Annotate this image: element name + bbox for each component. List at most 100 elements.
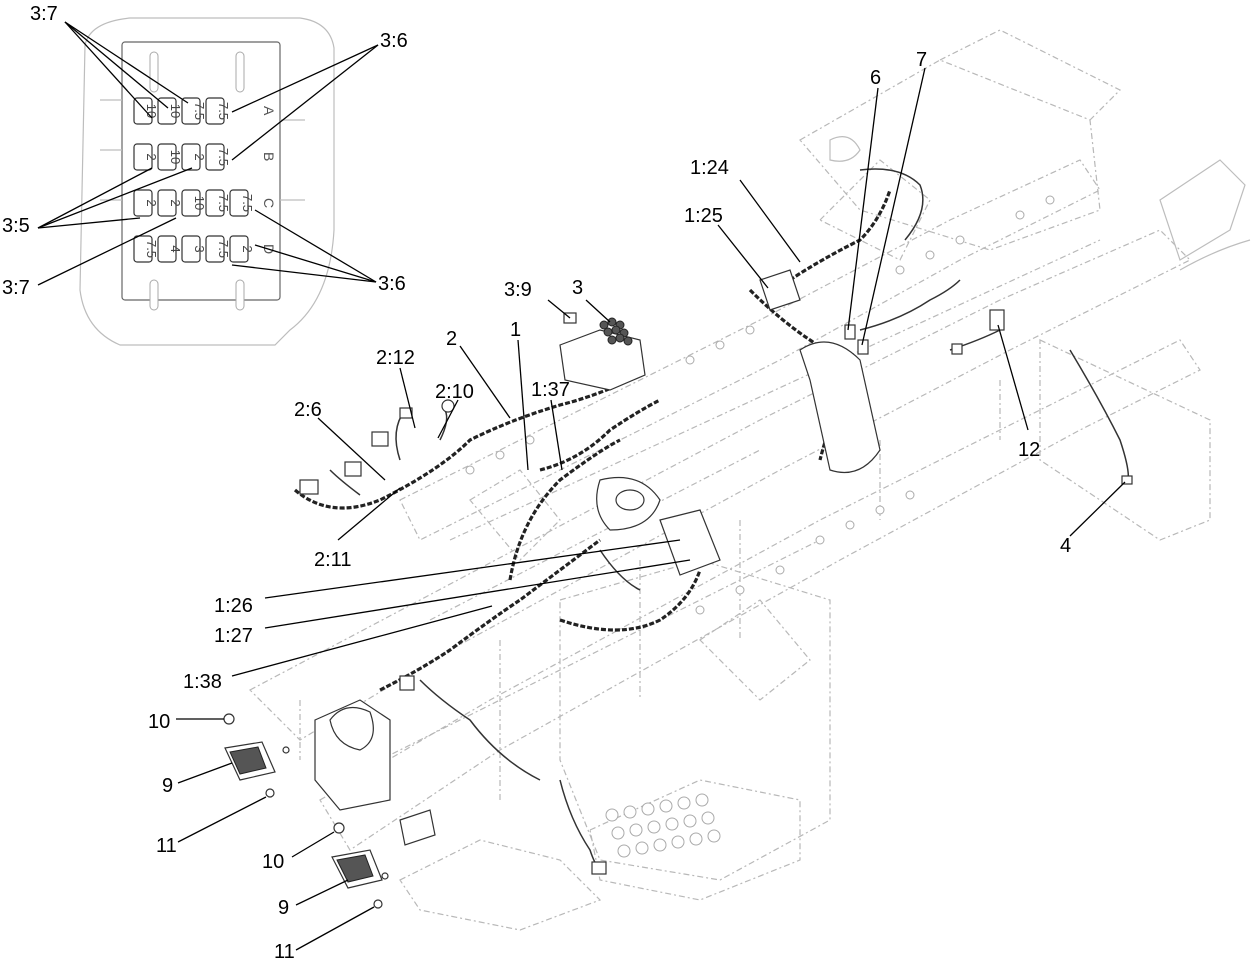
step-plate-hole [689,832,703,846]
fuse-slot [133,235,153,263]
fuse-slot [205,97,225,125]
fuse-rating: 2 [168,199,183,206]
mounting-hole [525,435,535,445]
callout-2: 2 [446,328,457,350]
callout-9-a: 9 [162,775,173,797]
callout-1-24: 1:24 [690,157,729,179]
fuse-rating: 2 [144,199,159,206]
fuse-rating: 10 [144,104,159,118]
callout-1-26: 1:26 [214,595,253,617]
callout-10-b: 10 [262,851,284,873]
step-plate-hole [635,841,649,855]
step-plate-hole [629,823,643,837]
fuse-slot [181,235,201,263]
callout-3-6-top: 3:6 [380,30,408,52]
mounting-hole [1045,195,1055,205]
fuse-rating: 7.5 [192,102,207,120]
step-plate-hole [611,826,625,840]
callout-3-9: 3:9 [504,279,532,301]
wire-harnesses [293,168,1130,871]
callout-2-12: 2:12 [376,347,415,369]
callout-1-25: 1:25 [684,205,723,227]
fuse-rating: 7.5 [216,102,231,120]
fuse-row-label: B [261,152,277,161]
mounting-hole [925,250,935,260]
callout-3-5: 3:5 [2,215,30,237]
fuse-rating: 10 [168,104,183,118]
fuse-rating: 3 [192,245,207,252]
callout-3-7-top: 3:7 [30,3,58,25]
step-plate-hole [605,808,619,822]
callout-10-a: 10 [148,711,170,733]
step-plate-hole [683,814,697,828]
step-plate-hole [623,805,637,819]
step-holes [605,793,721,858]
callout-3-6-bottom: 3:6 [378,273,406,295]
mounting-hole [895,265,905,275]
mounting-hole [715,340,725,350]
mounting-hole [845,520,855,530]
step-plate-hole [671,835,685,849]
callout-1: 1 [510,319,521,341]
fuse-slot [181,143,201,171]
fuse-rating: 7.5 [216,194,231,212]
fuse-rating: 7.5 [216,240,231,258]
fuse-slot [157,189,177,217]
step-plate-hole [665,817,679,831]
mounting-hole [905,490,915,500]
callout-4: 4 [1060,535,1071,557]
callout-3: 3 [572,277,583,299]
callout-7: 7 [916,49,927,71]
callout-2-10: 2:10 [435,381,474,403]
fuse-slot [133,143,153,171]
fuse-slot [181,97,201,125]
callout-2-11: 2:11 [314,549,351,571]
step-plate-hole [701,811,715,825]
mounting-hole [685,355,695,365]
fuse-slot [157,143,177,171]
callout-labels: 3:7 3:6 3:5 3:7 3:6 6 7 1:24 1:25 3 3:9 … [2,3,1071,963]
callout-2-6: 2:6 [294,399,322,421]
fuse-slot [133,189,153,217]
mounting-hole [775,565,785,575]
components [223,269,1133,909]
callout-6: 6 [870,67,881,89]
leader-lines [37,21,1126,951]
fuse-slot [181,189,201,217]
callout-1-38: 1:38 [183,671,222,693]
fuse-rating: 7.5 [216,148,231,166]
callout-9-b: 9 [278,897,289,919]
mounting-hole [735,585,745,595]
step-plate-hole [707,829,721,843]
callout-11-b: 11 [274,941,295,963]
fuse-rating: 7.5 [144,240,159,258]
mounting-hole [955,235,965,245]
fuse-row-label: A [261,106,277,116]
fuse-slot [157,235,177,263]
callout-12: 12 [1018,439,1040,461]
fuse-slot [229,235,249,263]
fuse-slot [229,189,249,217]
mounting-hole [875,505,885,515]
callout-1-27: 1:27 [214,625,253,647]
callout-1-37: 1:37 [531,379,570,401]
mounting-hole [495,450,505,460]
callout-11-a: 11 [156,835,177,857]
step-plate-hole [653,838,667,852]
mounting-hole [815,535,825,545]
step-plate-hole [695,793,709,807]
mounting-hole [465,465,475,475]
fuse-rating: 7.5 [240,194,255,212]
callout-3-7-bottom: 3:7 [2,277,30,299]
fuse-slot [205,189,225,217]
frame-holes [465,195,1055,615]
fuse-slot [205,235,225,263]
step-plate-hole [641,802,655,816]
fuse-slot [133,97,153,125]
step-plate-hole [677,796,691,810]
fuse-slot [205,143,225,171]
step-plate-hole [617,844,631,858]
